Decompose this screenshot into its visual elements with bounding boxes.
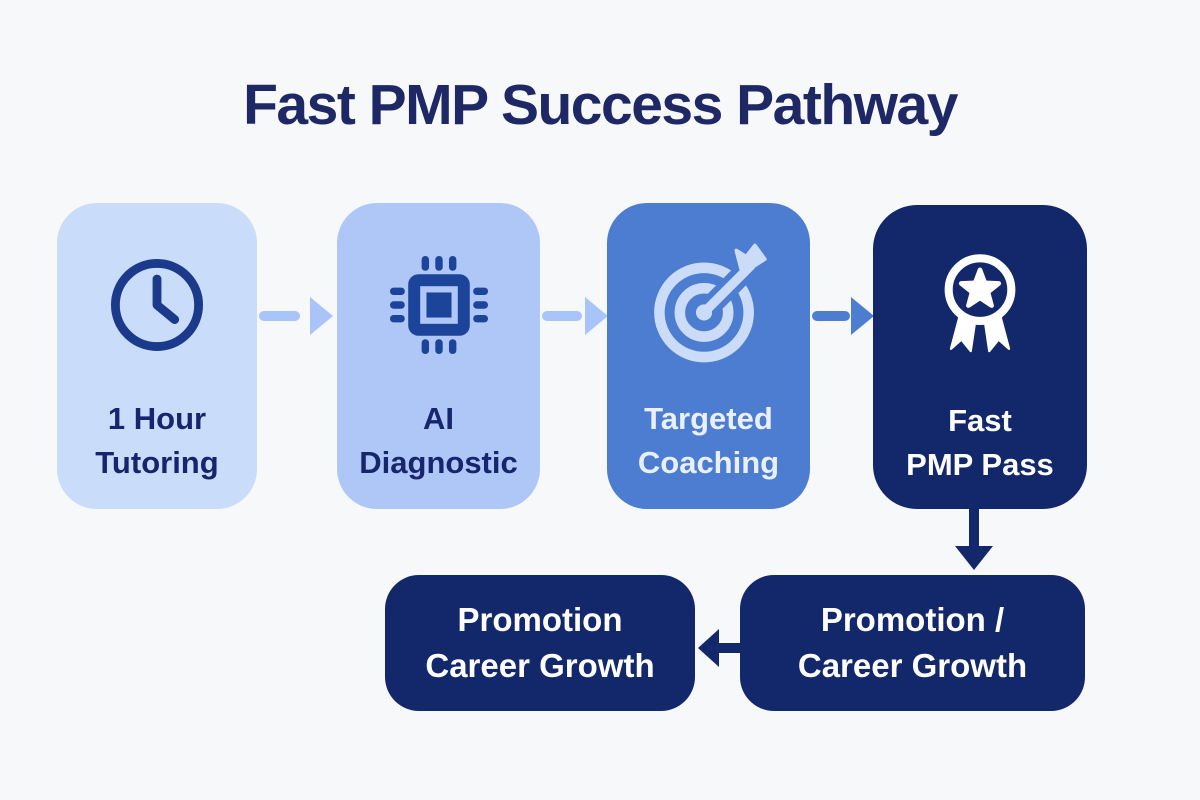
arrow-right-icon [812, 297, 874, 335]
step-label-line2: Tutoring [95, 445, 219, 481]
arrow-head [955, 546, 993, 570]
arrow-head [585, 297, 608, 335]
page-title: Fast PMP Success Pathway [243, 73, 958, 137]
arrow-left-icon [698, 629, 744, 667]
step-label: Fast PMP Pass [906, 399, 1054, 487]
step-label: AI Diagnostic [359, 397, 517, 485]
arrow-head [698, 629, 719, 667]
arrow-right-icon [259, 297, 333, 335]
outcome-box-promotion-career-growth-final: Promotion Career Growth [385, 575, 695, 711]
step-label: 1 Hour Tutoring [95, 397, 218, 485]
arrow-stem [259, 311, 301, 321]
arrow-head [310, 297, 333, 335]
arrow-stem [969, 508, 979, 548]
outcome-label-line2: Career Growth [425, 647, 655, 684]
outcome-label: Promotion Career Growth [425, 597, 654, 688]
step-label-line2: Coaching [637, 445, 780, 481]
step-label-line2: PMP Pass [906, 447, 1054, 483]
step-label-line2: Diagnostic [359, 445, 518, 481]
step-label-line1: Targeted [644, 401, 773, 436]
chip-icon [382, 243, 496, 367]
step-box-fast-pmp-pass: Fast PMP Pass [873, 205, 1087, 509]
arrow-stem [716, 643, 744, 653]
arrow-head [851, 297, 874, 335]
arrow-down-icon [955, 508, 993, 570]
clock-icon [105, 243, 209, 367]
outcome-label-line1: Promotion / [820, 601, 1005, 639]
step-label-line1: Fast [948, 403, 1012, 438]
step-box-1-hour-tutoring: 1 Hour Tutoring [57, 203, 257, 509]
step-label-line1: 1 Hour [107, 401, 207, 436]
step-box-targeted-coaching: Targeted Coaching [607, 203, 810, 509]
outcome-label-line2: Career Growth [797, 647, 1028, 684]
step-label: Targeted Coaching [638, 397, 779, 485]
arrow-stem [542, 311, 582, 321]
step-label-line1: AI [423, 401, 454, 436]
arrow-stem [812, 311, 850, 321]
step-box-ai-diagnostic: AI Diagnostic [337, 203, 540, 509]
arrow-right-icon [542, 297, 608, 335]
target-icon [647, 243, 771, 367]
outcome-label: Promotion / Career Growth [798, 597, 1027, 688]
outcome-box-promotion-career-growth: Promotion / Career Growth [740, 575, 1085, 711]
outcome-label-line1: Promotion [457, 601, 623, 639]
award-icon [922, 245, 1038, 369]
